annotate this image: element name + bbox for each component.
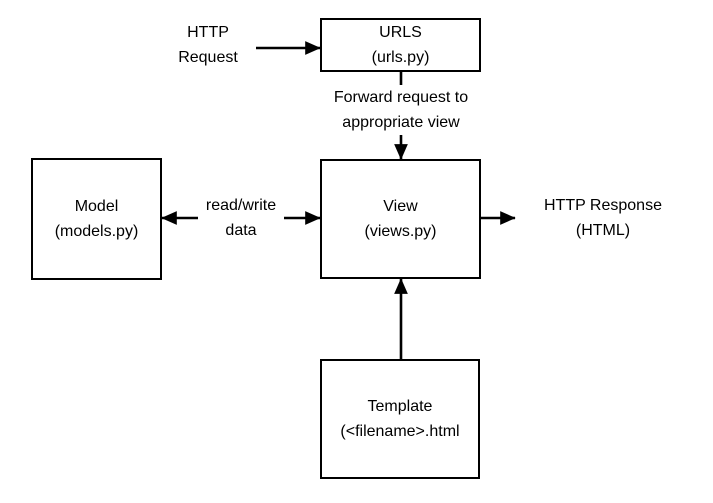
node-model-title: Model [74,198,119,215]
node-template-subtitle: (<filename>.html [340,423,460,440]
label-readwrite-line2: data [225,222,257,239]
label-readwrite-line1: read/write [205,197,277,214]
label-read-write-data: read/write data [198,193,284,243]
label-http-response-line1: HTTP Response [544,197,662,214]
label-http-request-line2: Request [178,49,238,66]
label-http-response-line2: (HTML) [575,222,631,239]
node-model-subtitle: (models.py) [54,223,139,240]
node-urls[interactable]: URLS (urls.py) [320,18,481,72]
node-view-title: View [383,198,418,215]
label-forward-line2: appropriate view [342,114,460,131]
node-urls-subtitle: (urls.py) [371,49,430,66]
label-forward-request: Forward request to appropriate view [317,85,485,135]
label-forward-line1: Forward request to [333,89,469,106]
label-http-request: HTTP Request [152,20,264,70]
node-view[interactable]: View (views.py) [320,159,481,279]
node-template-title: Template [367,398,433,415]
node-model[interactable]: Model (models.py) [31,158,162,280]
node-urls-title: URLS [379,24,422,41]
label-http-response: HTTP Response (HTML) [520,193,686,243]
node-template[interactable]: Template (<filename>.html [320,359,480,479]
node-view-subtitle: (views.py) [364,223,437,240]
label-http-request-line1: HTTP [187,24,229,41]
